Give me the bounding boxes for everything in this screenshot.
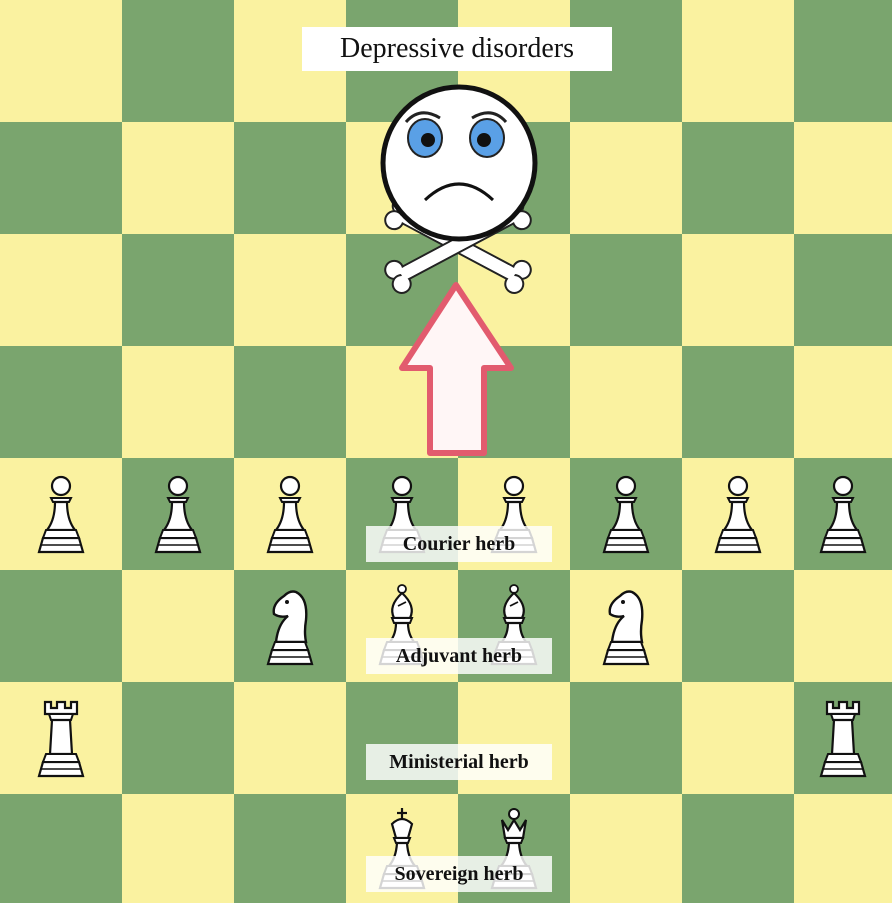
diagram-title: Depressive disorders [302, 27, 612, 71]
courier-herb-label: Courier herb [366, 526, 552, 562]
up-arrow-icon [402, 285, 511, 453]
sovereign-herb-label: Sovereign herb [366, 856, 552, 892]
adjuvant-herb-label: Adjuvant herb [366, 638, 552, 674]
ministerial-herb-label: Ministerial herb [366, 744, 552, 780]
sad-face-icon [383, 87, 535, 239]
